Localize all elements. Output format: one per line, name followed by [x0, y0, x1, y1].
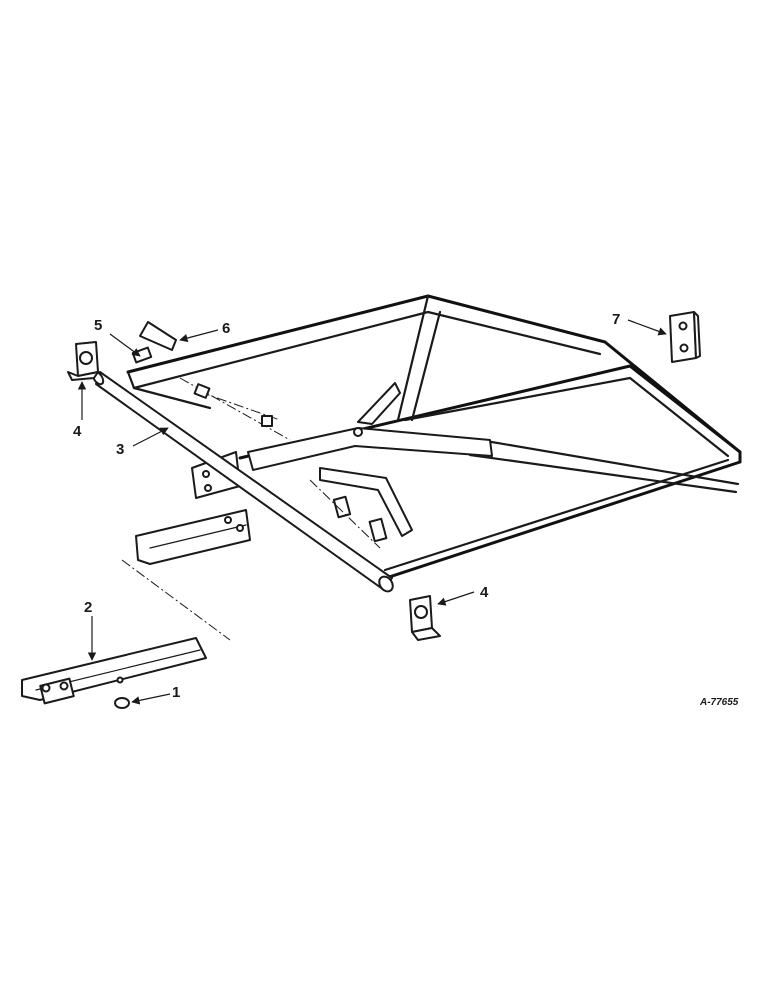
frame-center-beam: [247, 427, 493, 471]
leaders: [77, 319, 667, 705]
end-bracket-left-part: [67, 341, 99, 381]
frame-strut-upper-a: [396, 294, 430, 422]
frame-upper-slot-a: [193, 383, 211, 399]
frame-cross-rail-inner: [403, 376, 730, 458]
nut-part: [114, 697, 130, 709]
callout-2: 2: [84, 599, 92, 616]
leader-3: [132, 427, 169, 447]
frame-hidden-line-b: [199, 391, 281, 421]
angle-lower-hole-a: [224, 516, 232, 524]
frame-strut-diagonal-b: [468, 453, 738, 494]
frame-upper-slot-b: [261, 415, 273, 427]
angle-lower-edge: [149, 524, 247, 549]
angle-upper-part: [139, 321, 177, 351]
callout-6: 6: [222, 320, 230, 337]
leader-1: [131, 693, 171, 705]
frame-cross-rail: [238, 364, 742, 460]
frame-left-plate-hole-a: [202, 470, 210, 478]
tube-end-right: [378, 575, 394, 593]
leader-7: [627, 319, 667, 336]
end-bracket-right-hole: [414, 605, 428, 619]
callout-4-right: 4: [480, 584, 489, 601]
angle-brace-part: [21, 637, 207, 705]
frame-corner-left: [126, 370, 136, 390]
end-bracket-left-foot: [67, 371, 99, 381]
plate-small-part: [131, 346, 153, 364]
frame-lower-slot-b: [368, 517, 388, 543]
assembly-line-2: [121, 559, 231, 641]
mounting-plate-body: [669, 311, 697, 363]
frame-strut-diagonal-a: [478, 438, 740, 486]
frame-lower-arm: [319, 467, 413, 537]
tube-part: [91, 370, 394, 593]
frame-assembly: [126, 294, 742, 582]
frame-inner-top-edge: [132, 310, 602, 390]
angle-brace-hole-b: [59, 681, 69, 691]
frame-gusset: [357, 382, 401, 425]
frame-bottom-rail: [378, 460, 742, 582]
frame-left-side: [132, 386, 212, 410]
leader-5: [109, 333, 141, 357]
end-bracket-right-part: [409, 595, 441, 641]
mounting-plate-hole-b: [679, 343, 689, 353]
callout-3: 3: [116, 441, 124, 458]
callout-7: 7: [612, 311, 620, 328]
nut-body: [114, 697, 130, 709]
angle-lower-hole-b: [236, 524, 244, 532]
callout-labels: 1 2 3 4 4 5 6 7: [73, 311, 620, 701]
mounting-plate-part: [669, 311, 701, 363]
plate-small-body: [131, 346, 153, 364]
leader-6: [179, 329, 219, 343]
frame-lower-centerline: [309, 479, 381, 549]
frame-beam-bolt: [353, 427, 363, 437]
callout-4-left: 4: [73, 423, 82, 440]
frame-outer-top-rail: [126, 294, 742, 464]
callout-5: 5: [94, 317, 102, 334]
angle-lower-part: [135, 509, 251, 565]
mounting-plate-hole-a: [678, 321, 688, 331]
drawing-id: A-77655: [699, 697, 739, 708]
angle-brace-hole-a: [41, 683, 51, 693]
frame-bottom-rail-inner: [383, 458, 730, 572]
end-bracket-left-hole: [79, 351, 93, 365]
leader-4-right: [437, 591, 475, 606]
frame-left-plate-hole-c: [204, 484, 212, 492]
frame-strut-upper-b: [410, 310, 442, 422]
angle-lower-body: [135, 509, 251, 565]
callout-1: 1: [172, 684, 180, 701]
frame-lower-slot-a: [332, 495, 352, 519]
mounting-plate-edge: [693, 311, 701, 359]
angle-brace-hole-c: [116, 676, 124, 684]
angle-upper-body: [139, 321, 177, 351]
end-bracket-right-foot: [411, 627, 441, 641]
